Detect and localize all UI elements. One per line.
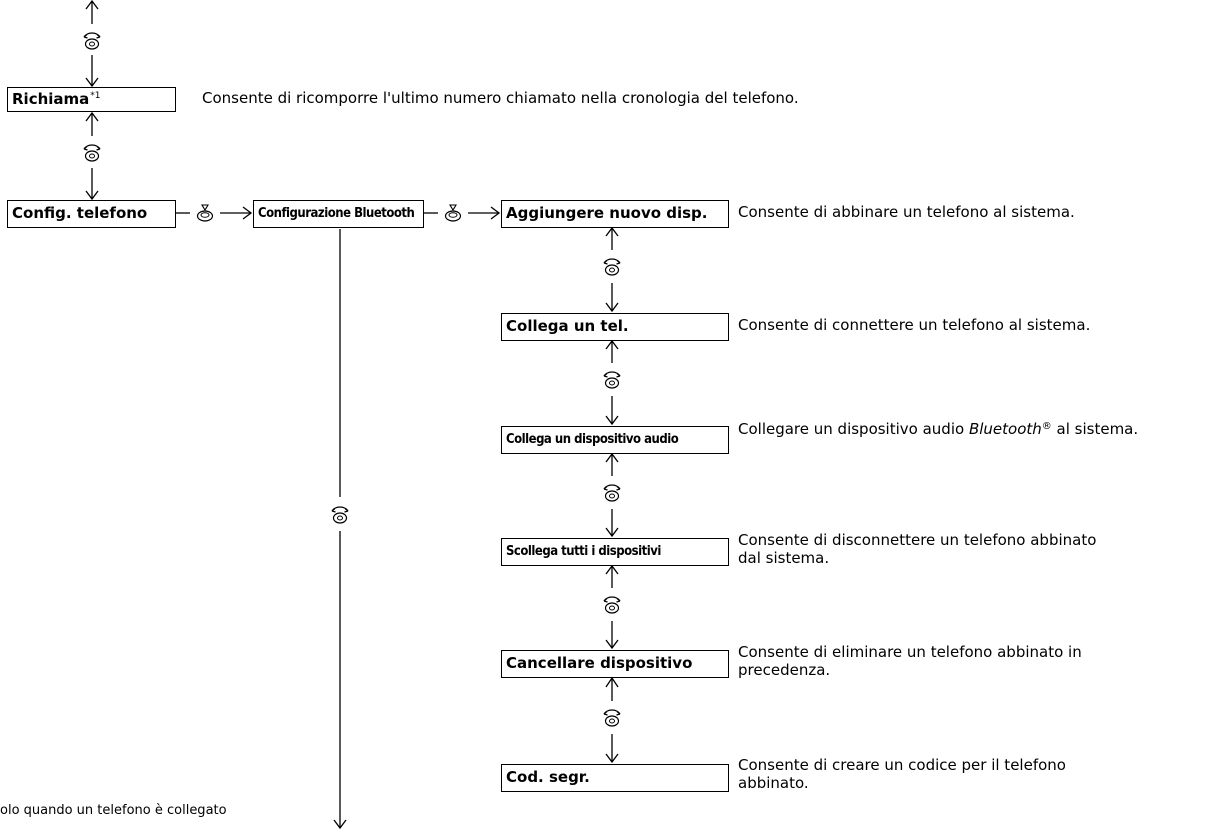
richiama-label: Richiama bbox=[12, 90, 90, 108]
aggiungere-description: Consente di abbinare un telefono al sist… bbox=[738, 203, 1075, 221]
scollega-label: Scollega tutti i dispositivi bbox=[506, 544, 661, 559]
rotate-knob-icon bbox=[83, 32, 101, 50]
collega-tel-description: Consente di connettere un telefono al si… bbox=[738, 316, 1091, 334]
collega-audio-label: Collega un dispositivo audio bbox=[506, 432, 679, 447]
scollega-description: Consente di disconnettere un telefono ab… bbox=[738, 531, 1096, 567]
aggiungere-box: Aggiungere nuovo disp. bbox=[501, 200, 729, 228]
cancellare-box: Cancellare dispositivo bbox=[501, 650, 729, 678]
rotate-knob-icon bbox=[603, 709, 621, 727]
collega-tel-label: Collega un tel. bbox=[506, 317, 629, 335]
scollega-box: Scollega tutti i dispositivi bbox=[501, 538, 729, 566]
richiama-description: Consente di ricomporre l'ultimo numero c… bbox=[202, 89, 799, 107]
rotate-knob-icon bbox=[331, 506, 349, 524]
collega-audio-description: Collegare un dispositivo audio Bluetooth… bbox=[738, 418, 1138, 438]
config-bluetooth-box: Configurazione Bluetooth bbox=[253, 200, 424, 228]
richiama-box: Richiama*1 bbox=[7, 87, 176, 112]
cod-segr-label: Cod. segr. bbox=[506, 768, 590, 786]
scollega-desc-line1: Consente di disconnettere un telefono ab… bbox=[738, 531, 1097, 549]
config-bluetooth-label: Configurazione Bluetooth bbox=[258, 206, 415, 221]
registered-mark: ® bbox=[1041, 421, 1052, 432]
collega-audio-desc-bluetooth: Bluetooth bbox=[968, 420, 1042, 438]
collega-audio-desc-post: al sistema. bbox=[1051, 420, 1139, 438]
rotate-knob-icon bbox=[603, 258, 621, 276]
footnote: olo quando un telefono è collegato bbox=[0, 803, 227, 818]
rotate-knob-icon bbox=[603, 371, 621, 389]
cancellare-desc-line2: precedenza. bbox=[738, 661, 831, 679]
cod-segr-desc-line1: Consente di creare un codice per il tele… bbox=[738, 756, 1066, 774]
rotate-knob-icon bbox=[603, 596, 621, 614]
press-knob-icon bbox=[444, 204, 462, 222]
collega-audio-box: Collega un dispositivo audio bbox=[501, 426, 729, 454]
cancellare-desc-line1: Consente di eliminare un telefono abbina… bbox=[738, 643, 1082, 661]
config-telefono-label: Config. telefono bbox=[12, 204, 148, 222]
aggiungere-label: Aggiungere nuovo disp. bbox=[506, 204, 708, 222]
cod-segr-description: Consente di creare un codice per il tele… bbox=[738, 756, 1066, 792]
scollega-desc-line2: dal sistema. bbox=[738, 549, 830, 567]
cod-segr-desc-line2: abbinato. bbox=[738, 774, 809, 792]
collega-audio-desc-pre: Collegare un dispositivo audio bbox=[738, 420, 969, 438]
cod-segr-box: Cod. segr. bbox=[501, 764, 729, 792]
config-telefono-box: Config. telefono bbox=[7, 200, 176, 228]
press-knob-icon bbox=[196, 204, 214, 222]
richiama-note-mark: *1 bbox=[90, 91, 101, 101]
cancellare-label: Cancellare dispositivo bbox=[506, 654, 693, 672]
collega-tel-box: Collega un tel. bbox=[501, 313, 729, 341]
cancellare-description: Consente di eliminare un telefono abbina… bbox=[738, 643, 1082, 679]
rotate-knob-icon bbox=[83, 144, 101, 162]
rotate-knob-icon bbox=[603, 484, 621, 502]
